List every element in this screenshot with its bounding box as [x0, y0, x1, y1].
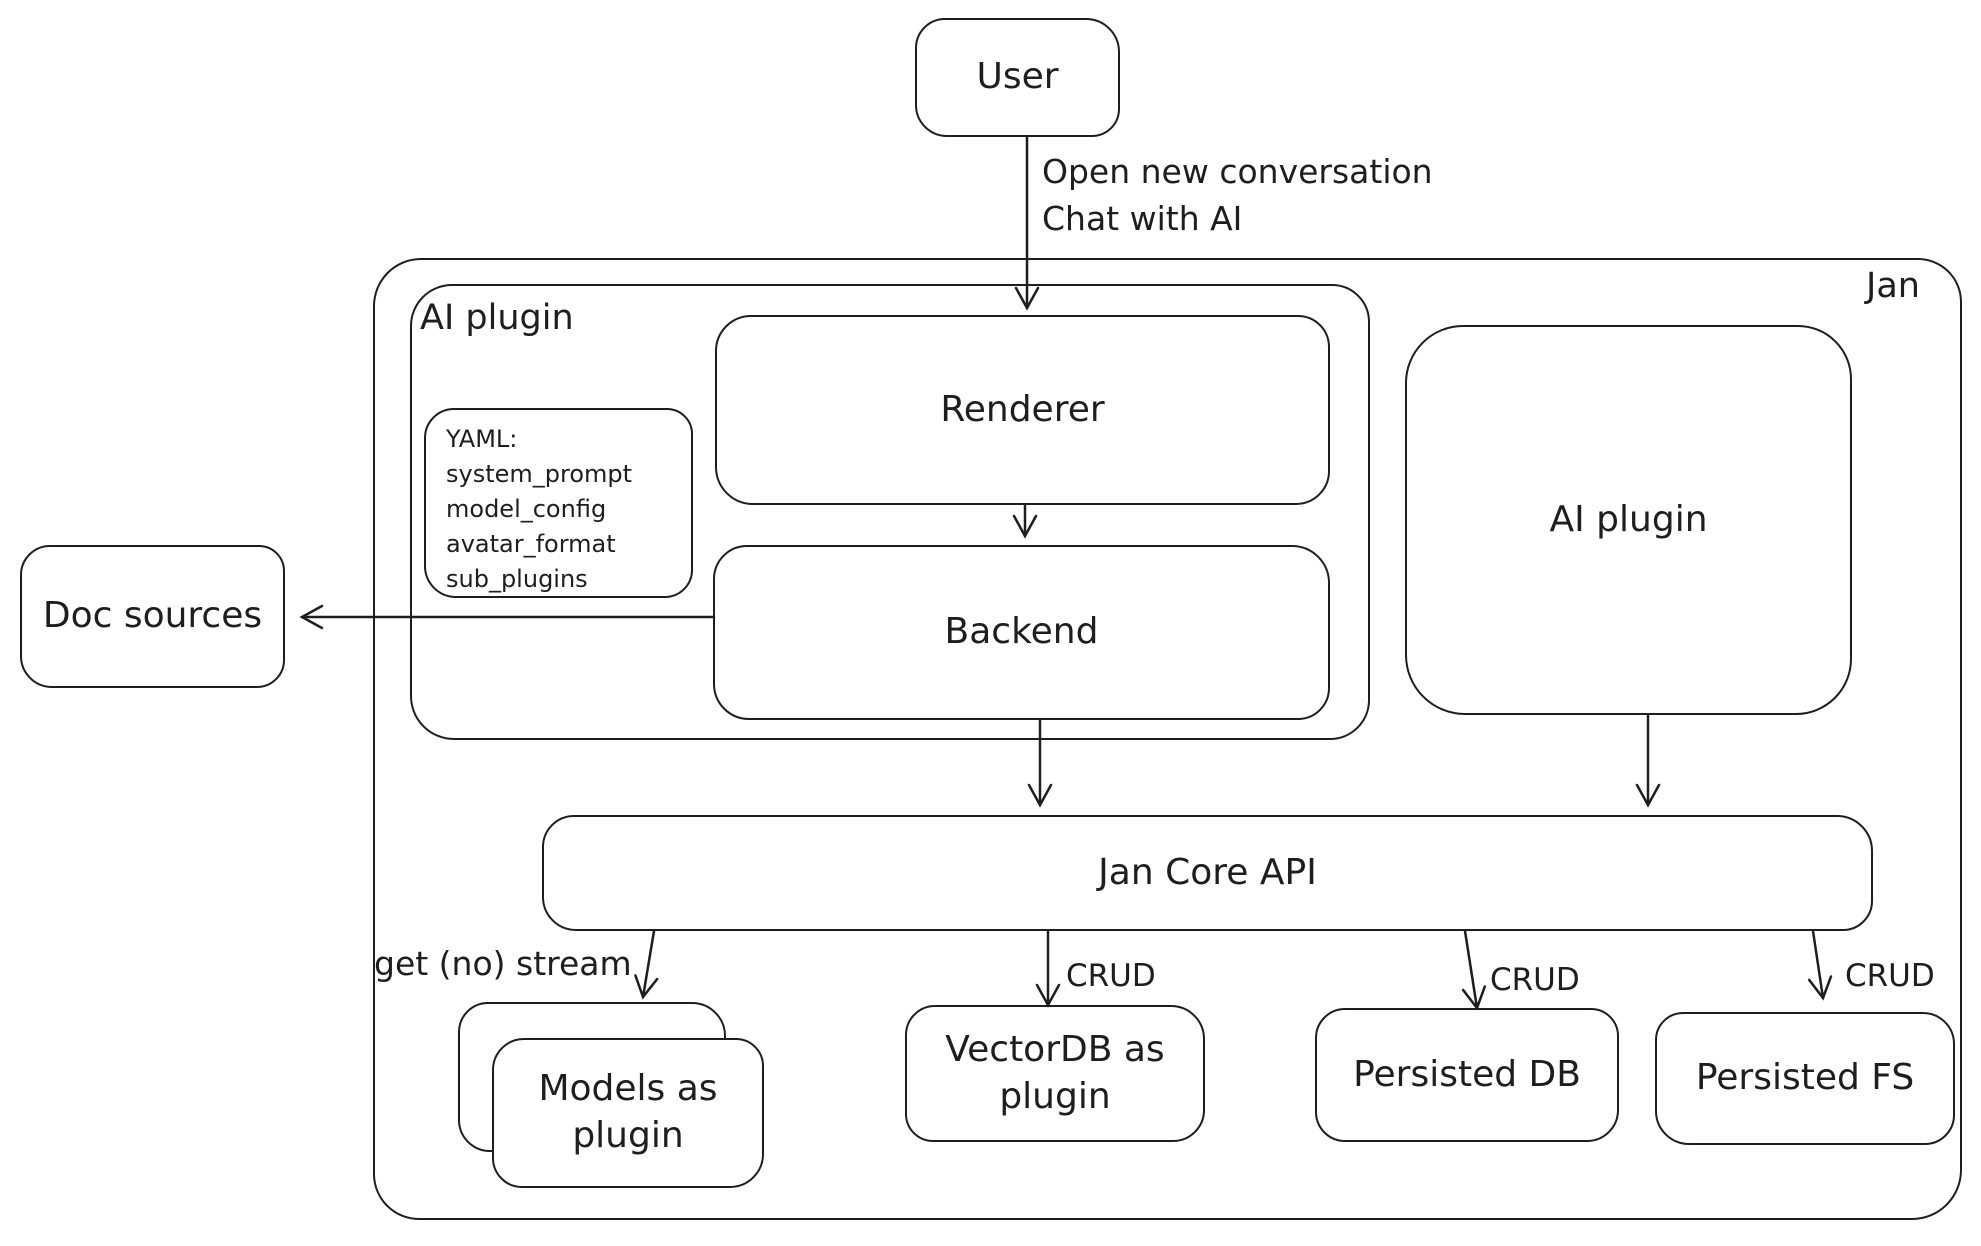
edge-label-open-conversation-line1: Open new conversation	[1042, 152, 1433, 191]
ai-plugin-container	[410, 284, 1370, 740]
persisted-fs-node: Persisted FS	[1655, 1012, 1955, 1145]
jan-core-api-label: Jan Core API	[1098, 851, 1317, 893]
ai-plugin-right-node: AI plugin	[1405, 325, 1852, 715]
renderer-node: Renderer	[715, 315, 1330, 505]
user-node: User	[915, 18, 1120, 137]
yaml-note: YAML: system_prompt model_config avatar_…	[424, 408, 693, 598]
ai-plugin-container-label: AI plugin	[420, 298, 574, 338]
backend-label: Backend	[944, 611, 1099, 653]
yaml-note-text: YAML: system_prompt model_config avatar_…	[446, 425, 633, 593]
persisted-db-label: Persisted DB	[1353, 1053, 1581, 1095]
jan-container	[373, 258, 1962, 1220]
edge-label-crud-persisted-fs: CRUD	[1845, 958, 1935, 994]
edge-label-open-conversation-line2: Chat with AI	[1042, 199, 1243, 238]
edge-label-open-conversation: Open new conversation Chat with AI	[1042, 152, 1433, 238]
user-label: User	[976, 56, 1059, 98]
models-as-plugin-label: Models as plugin	[538, 1068, 718, 1156]
jan-container-label: Jan	[1866, 266, 1920, 306]
edge-label-crud-persisted-db: CRUD	[1490, 962, 1580, 998]
ai-plugin-right-label: AI plugin	[1549, 498, 1708, 540]
edge-label-get-no-stream: get (no) stream	[374, 944, 632, 983]
jan-core-api-node: Jan Core API	[542, 815, 1873, 931]
persisted-fs-label: Persisted FS	[1695, 1057, 1915, 1099]
vectordb-as-plugin-node: VectorDB as plugin	[905, 1005, 1205, 1142]
persisted-db-node: Persisted DB	[1315, 1008, 1619, 1142]
renderer-label: Renderer	[940, 388, 1105, 430]
backend-node: Backend	[713, 545, 1330, 720]
models-as-plugin-node: Models as plugin	[492, 1038, 764, 1188]
doc-sources-label: Doc sources	[42, 595, 263, 637]
vectordb-as-plugin-label: VectorDB as plugin	[945, 1028, 1165, 1117]
edge-label-crud-vectordb: CRUD	[1066, 958, 1156, 994]
doc-sources-node: Doc sources	[20, 545, 285, 688]
